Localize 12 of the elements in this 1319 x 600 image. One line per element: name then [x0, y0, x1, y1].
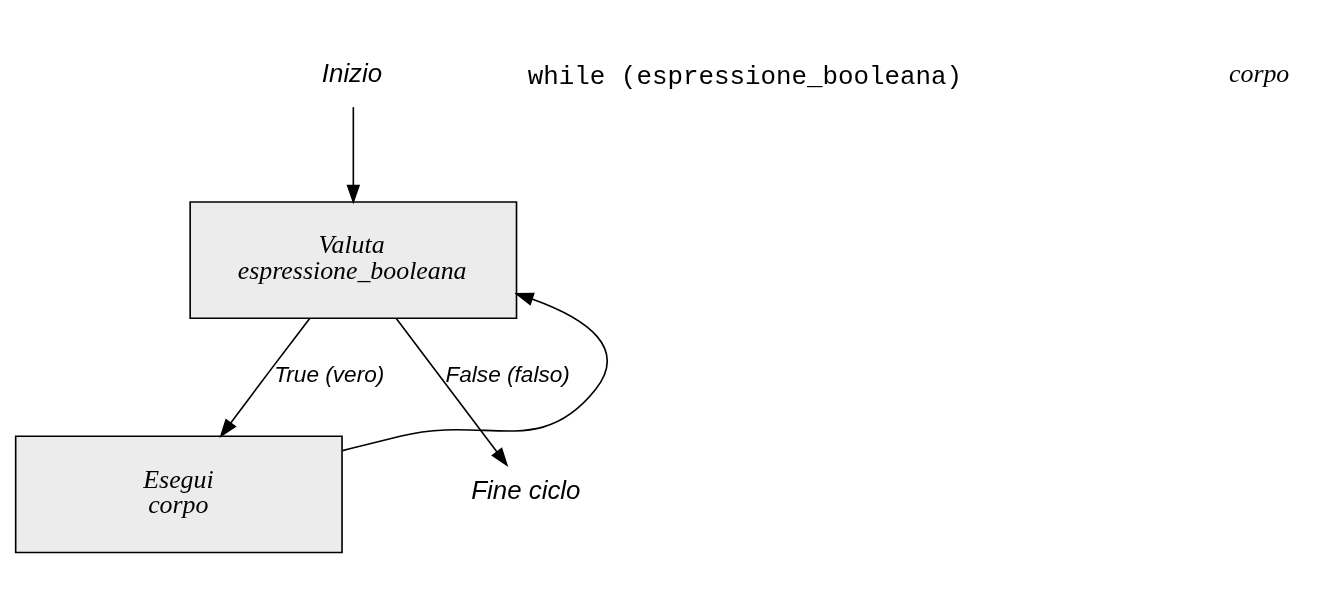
- edge-label: False (falso): [445, 361, 570, 387]
- arrow: [219, 317, 311, 438]
- arrow: [341, 292, 609, 451]
- edge-label: True (vero): [274, 361, 385, 387]
- node-text: Fine ciclo: [471, 475, 581, 504]
- node-box: Valuta espressione_booleana: [189, 200, 518, 319]
- arrow: [395, 317, 509, 467]
- label: while (espressione_booleana): [527, 61, 963, 92]
- label: corpo: [1229, 58, 1290, 88]
- node-box: Esegui corpo: [14, 434, 343, 553]
- arrow: [346, 105, 361, 204]
- node-text: Inizio: [321, 58, 383, 87]
